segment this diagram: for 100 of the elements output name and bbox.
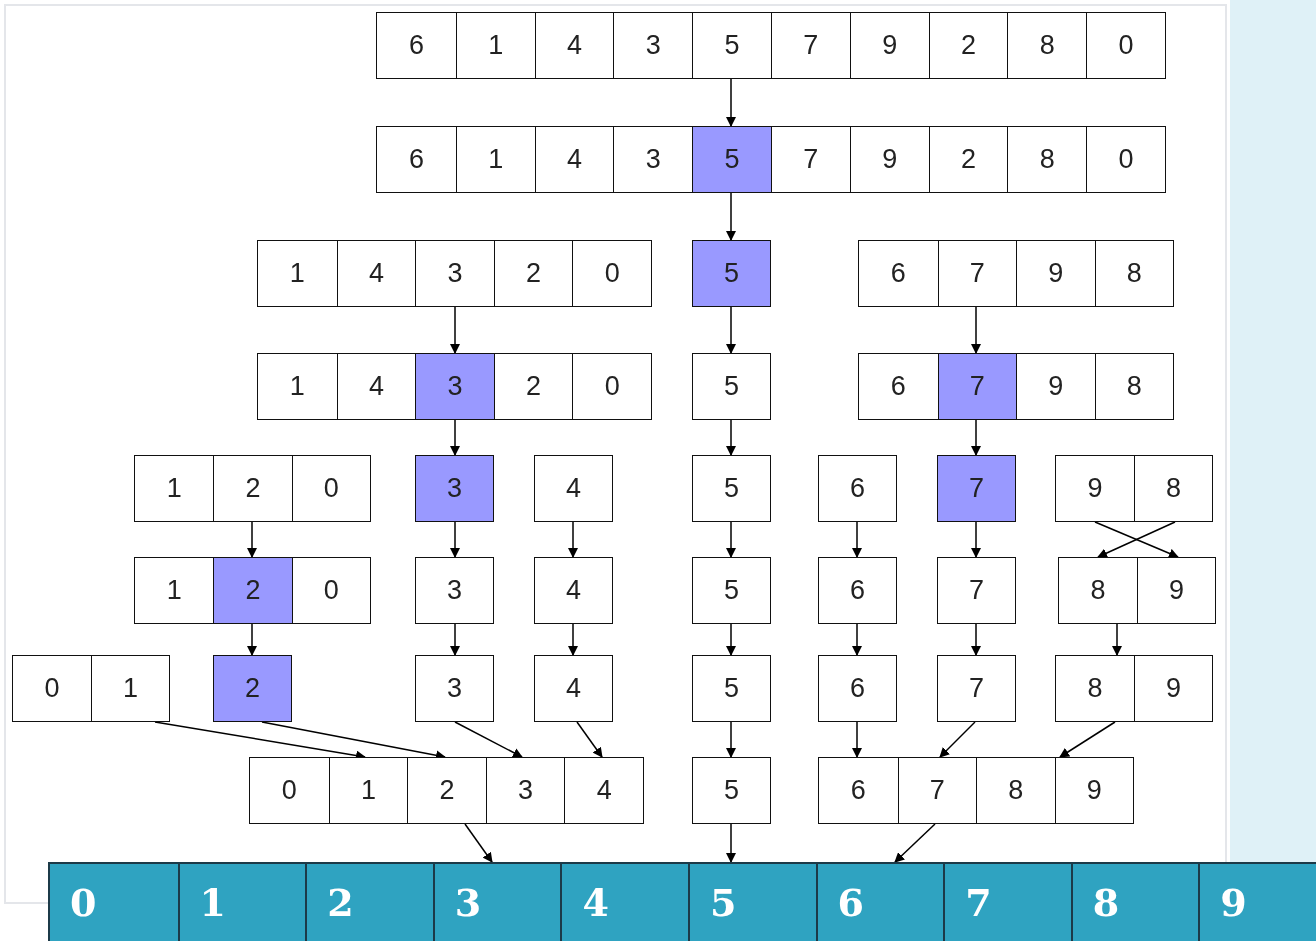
array-box (818, 757, 1134, 824)
array-box (257, 240, 652, 307)
arrow (894, 823, 936, 863)
arrow (450, 419, 460, 456)
array-box (134, 455, 371, 522)
array-cell: 8 (1007, 13, 1087, 78)
array-cell: 4 (336, 241, 416, 306)
array-cell: 6 (815, 864, 944, 941)
arrow (726, 78, 736, 127)
array-box (692, 455, 771, 522)
array-cell-text: 0 (43, 672, 61, 705)
array-box (692, 353, 771, 420)
array-box (249, 757, 644, 824)
array-cell: 7 (943, 864, 1071, 941)
array-cell: 2 (928, 127, 1008, 192)
array-box (534, 455, 613, 522)
array-cell: 3 (485, 758, 565, 823)
arrow (726, 419, 736, 456)
array-box (534, 557, 613, 624)
array-cell: 9 (1134, 656, 1212, 721)
array-cell-text: 6 (407, 143, 425, 176)
array-box (937, 655, 1016, 722)
array-cell-text: 1 (165, 472, 183, 505)
array-box (415, 557, 494, 624)
array-cell: 9 (1198, 864, 1316, 941)
array-cell: 2 (305, 864, 433, 941)
pivot-cell: 5 (692, 127, 771, 192)
array-cell: 2 (407, 758, 486, 823)
array-cell-text: 6 (849, 774, 867, 807)
array-cell: 1 (455, 127, 535, 192)
array-box (415, 655, 494, 722)
pivot-cell: 7 (937, 354, 1016, 419)
pivot-cell: 3 (416, 456, 493, 521)
pivot-cell: 2 (213, 558, 292, 623)
array-cell-text: 5 (723, 672, 740, 705)
array-box (937, 557, 1016, 624)
array-cell: 4 (564, 758, 643, 823)
array-cell: 7 (771, 13, 850, 78)
array-box (858, 240, 1174, 307)
arrow (726, 823, 736, 863)
array-cell: 9 (1054, 758, 1133, 823)
array-cell-text: 6 (407, 29, 425, 62)
array-box (858, 353, 1174, 420)
arrow (464, 823, 493, 863)
pivot-cell: 7 (938, 456, 1015, 521)
array-cell-text: 1 (288, 257, 306, 290)
array-box (818, 455, 897, 522)
arrow (852, 521, 862, 558)
array-cell: 1 (177, 864, 306, 941)
array-cell: 3 (432, 864, 561, 941)
array-cell: 2 (493, 354, 573, 419)
array-cell-text: 6 (849, 672, 866, 705)
array-cell: 0 (1086, 13, 1165, 78)
arrow (939, 721, 976, 758)
arrow (450, 623, 460, 656)
arrow (1059, 721, 1116, 758)
array-cell-text: 6 (849, 472, 866, 505)
array-cell-text: 4 (565, 574, 582, 607)
array-box (1055, 455, 1213, 522)
array-cell: 9 (849, 13, 929, 78)
array-cell-text: 4 (565, 472, 582, 505)
array-cell-text: 5 (723, 774, 740, 807)
array-cell: 7 (771, 127, 850, 192)
array-cell: 1 (455, 13, 535, 78)
array-cell-text: 1 (165, 574, 183, 607)
array-cell: 5 (692, 13, 771, 78)
arrow (852, 721, 862, 758)
array-box (692, 557, 771, 624)
array-box (12, 655, 170, 722)
array-cell-text: 3 (446, 574, 463, 607)
pivot-cell: 5 (693, 241, 770, 306)
array-cell: 4 (534, 127, 614, 192)
arrow (726, 623, 736, 656)
array-box (134, 557, 371, 624)
arrow (568, 623, 578, 656)
array-cell: 0 (291, 558, 370, 623)
array-cell: 0 (572, 354, 651, 419)
array-cell: 8 (1094, 354, 1173, 419)
arrow (971, 623, 981, 656)
array-cell: 8 (1007, 127, 1087, 192)
arrow (450, 521, 460, 558)
arrow (1112, 623, 1122, 656)
array-cell: 4 (534, 13, 614, 78)
arrow (247, 521, 257, 558)
array-cell-text: 5 (723, 472, 740, 505)
array-box (818, 655, 897, 722)
arrow (726, 192, 736, 241)
array-cell-text: 0 (69, 879, 98, 927)
array-cell: 3 (613, 13, 693, 78)
array-cell: 8 (1094, 241, 1173, 306)
arrow (247, 623, 257, 656)
array-cell-text: 7 (968, 574, 985, 607)
array-cell: 1 (328, 758, 408, 823)
array-cell: 4 (560, 864, 688, 941)
arrow (726, 521, 736, 558)
array-cell: 8 (1134, 456, 1212, 521)
arrow (726, 721, 736, 758)
arrow (576, 721, 603, 758)
pivot-cell: 2 (214, 656, 291, 721)
sorted-array (48, 862, 1316, 941)
